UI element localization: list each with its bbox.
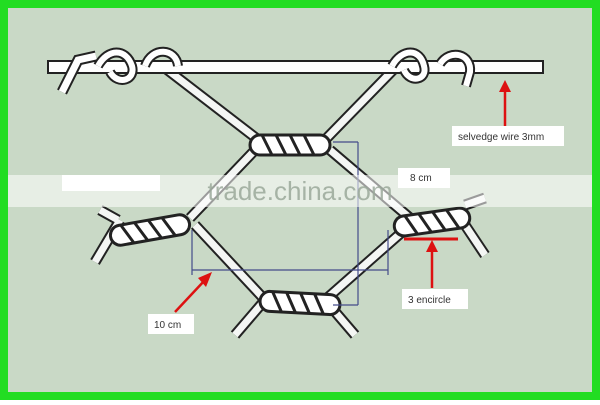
knot-right bbox=[392, 206, 472, 238]
watermark-text: trade.china.com bbox=[208, 176, 393, 206]
label-width-text: 10 cm bbox=[154, 320, 181, 331]
dimension-lines bbox=[191, 141, 389, 306]
label-selvedge: selvedge wire 3mm bbox=[452, 126, 564, 146]
knot-bottom bbox=[258, 289, 342, 317]
knot-top bbox=[248, 133, 332, 157]
label-selvedge-text: selvedge wire 3mm bbox=[458, 132, 544, 143]
label-height-text: 8 cm bbox=[410, 173, 432, 184]
label-height: 8 cm bbox=[398, 168, 450, 188]
twist-knots bbox=[108, 133, 472, 317]
indicator-arrows bbox=[174, 80, 511, 313]
blank-label-box bbox=[62, 175, 160, 191]
label-twists-text: 3 encircle bbox=[408, 295, 451, 306]
knot-left bbox=[108, 213, 192, 247]
label-twists: 3 encircle bbox=[402, 289, 468, 309]
label-width: 10 cm bbox=[148, 314, 194, 334]
selvedge-wire bbox=[47, 46, 544, 95]
